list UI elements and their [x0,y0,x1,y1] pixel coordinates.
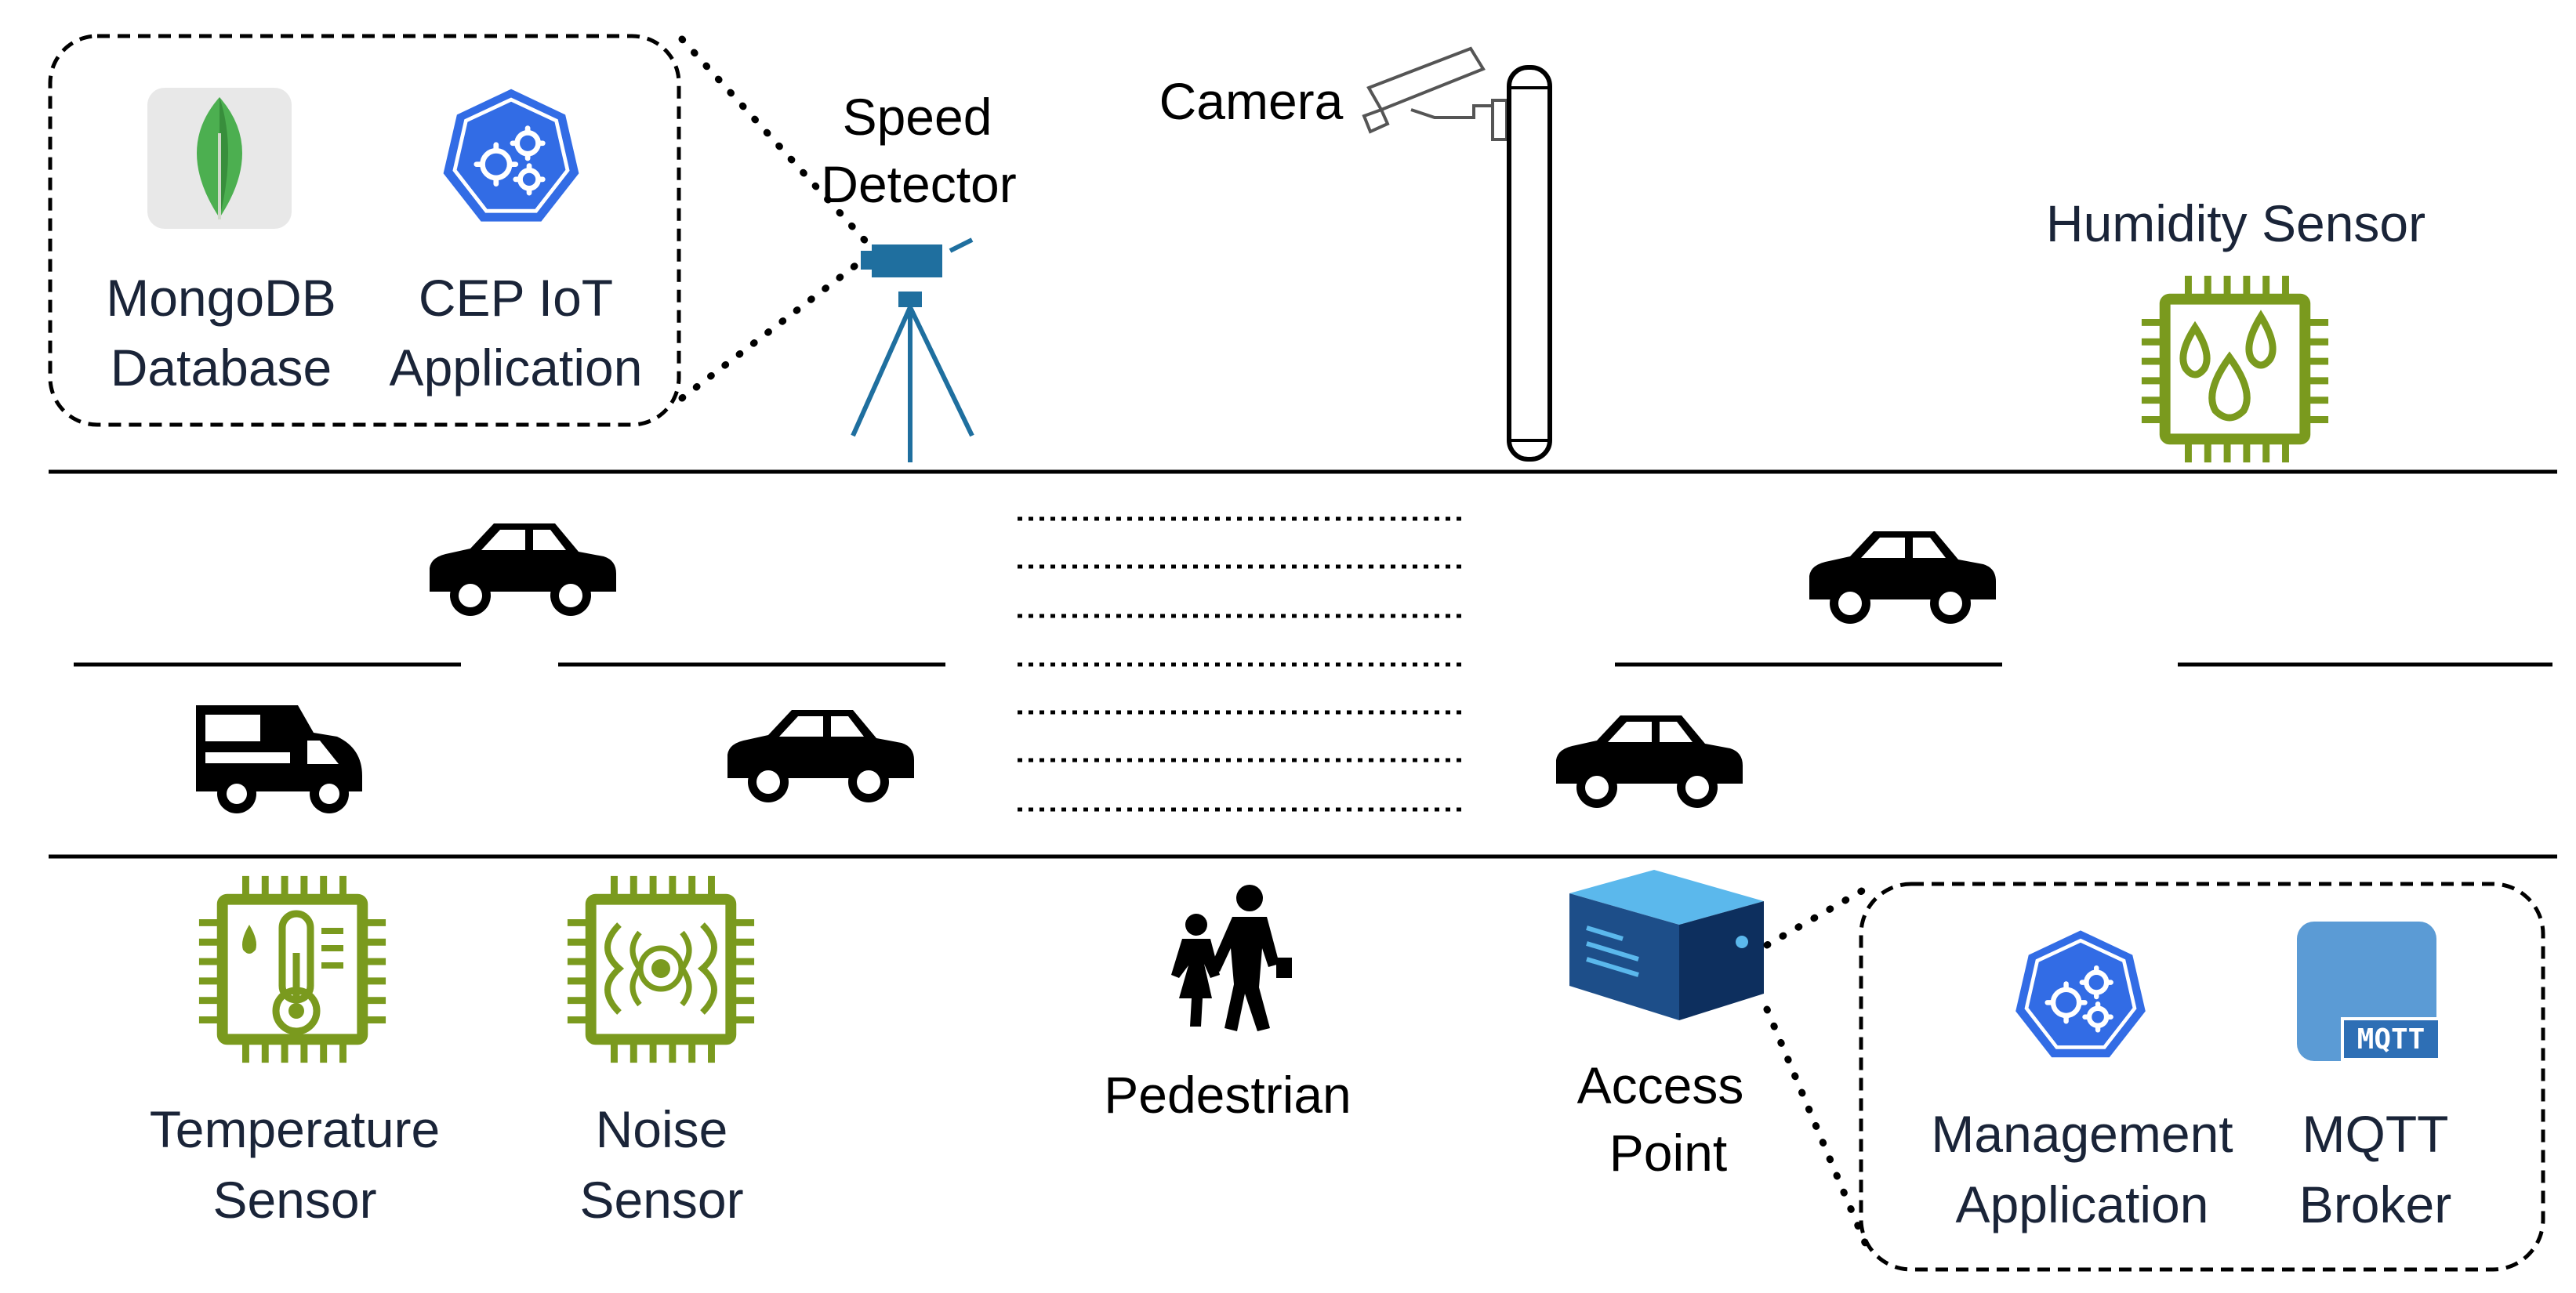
noise-chip-icon [568,876,754,1063]
cloud-services-box [48,34,681,427]
speed-detector-label: Detector [821,155,1016,213]
cep-iot-label: CEP IoT [419,269,613,327]
car-icon [727,710,914,802]
road-lines [49,469,2557,859]
car-icon [430,523,616,616]
management-services-box [1859,882,2545,1272]
car-icon [1556,715,1743,808]
speed-detector-label: Speed [843,88,992,146]
cctv-camera-icon [1362,46,1508,141]
connector-dotted [1763,885,1870,1248]
connector-dotted [678,35,873,402]
humidity-sensor-label: Humidity Sensor [2046,194,2425,252]
noise-sensor-label: Sensor [579,1171,743,1229]
cep-iot-label: Application [390,339,643,397]
access-point-label: Point [1609,1124,1727,1182]
mqtt-badge-text: MQTT [2357,1023,2425,1056]
pedestrians-icon [1171,885,1292,1031]
management-app-label: Application [1956,1175,2209,1233]
mqtt-broker-icon: MQTT [2297,922,2441,1061]
camper-van-icon [196,705,362,813]
noise-sensor-label: Noise [596,1100,728,1158]
camera-label: Camera [1159,72,1344,130]
mongodb-label: Database [111,339,332,397]
kubernetes-gears-icon [2015,930,2146,1057]
thermometer-chip-icon [199,876,386,1063]
pedestrian-label: Pedestrian [1104,1066,1351,1124]
humidity-chip-icon [2142,276,2328,462]
mongodb-leaf-icon [147,88,292,229]
management-app-label: Management [1931,1105,2233,1163]
mqtt-broker-label: Broker [2299,1175,2451,1233]
mongodb-label: MongoDB [106,269,336,327]
kubernetes-gears-icon [444,89,579,222]
access-point-server-icon [1569,870,1764,1020]
crosswalk [1018,516,1468,812]
mqtt-broker-label: MQTT [2302,1105,2449,1163]
camera-pole [1507,65,1552,462]
temperature-sensor-label: Sensor [212,1171,376,1229]
access-point-label: Access [1577,1056,1744,1114]
speed-detector-tripod-icon [851,237,974,462]
temperature-sensor-label: Temperature [150,1100,441,1158]
car-icon [1809,531,1996,624]
